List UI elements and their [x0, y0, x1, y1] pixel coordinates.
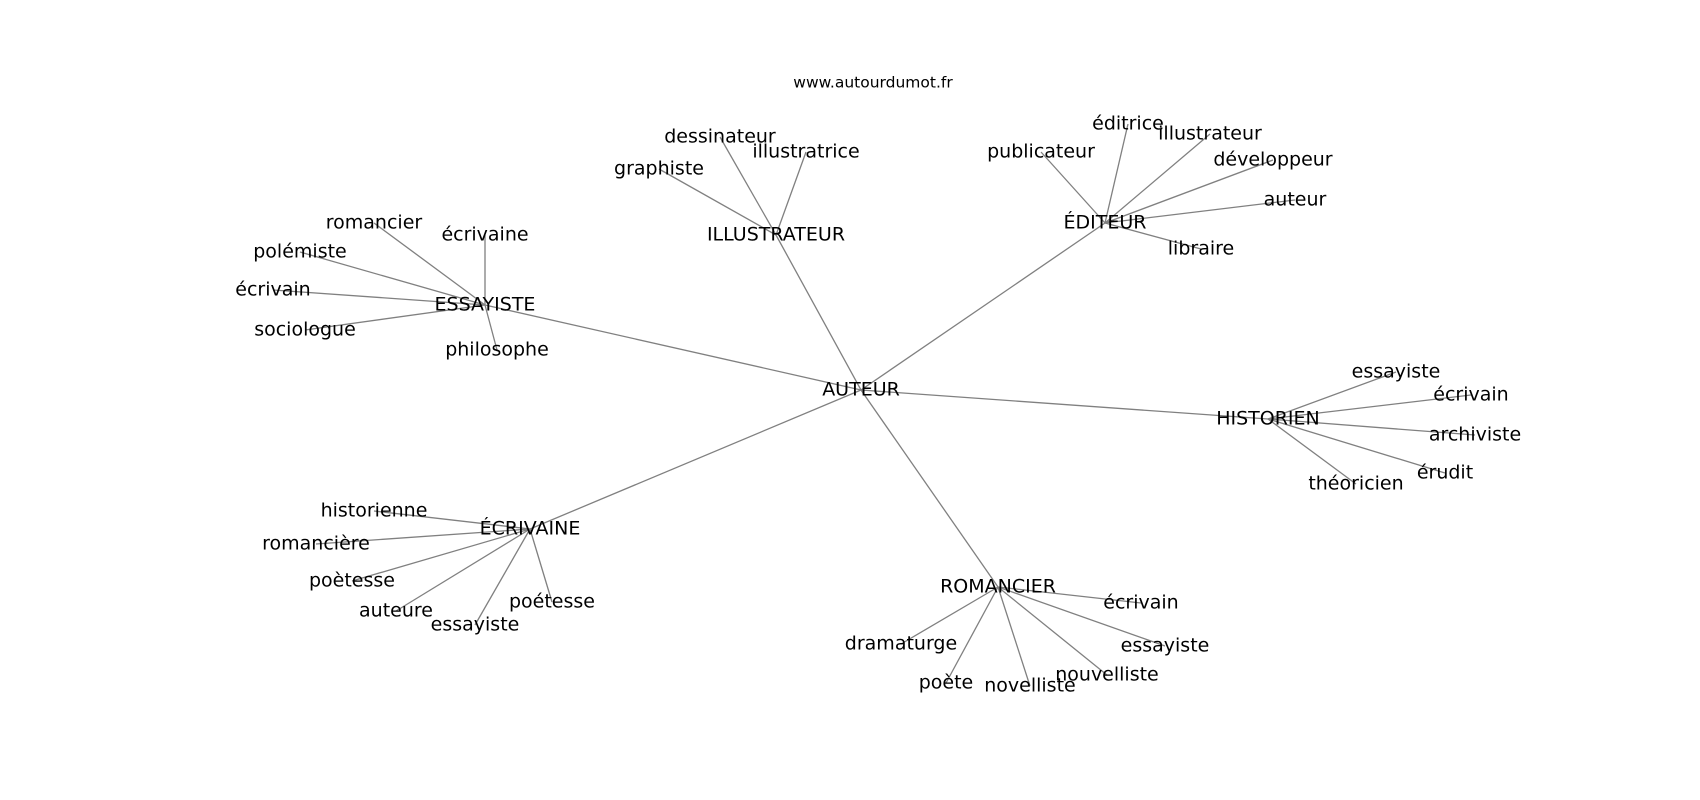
edge-romancier-4	[945, 586, 999, 684]
edge-ecrivaine-5	[529, 528, 553, 603]
leaf-node-romancier: écrivain	[1103, 592, 1178, 614]
leaf-node-ecrivaine: poétesse	[509, 591, 595, 613]
leaf-node-ecrivaine: essayiste	[431, 614, 520, 636]
leaf-node-essayiste: écrivain	[235, 279, 310, 301]
leaf-node-romancier: dramaturge	[845, 633, 957, 655]
leaf-node-ecrivaine: romancière	[262, 533, 370, 555]
edge-center-historien	[860, 389, 1269, 420]
edge-historien-0	[1267, 371, 1397, 420]
edge-ecrivaine-2	[351, 528, 531, 582]
leaf-node-ecrivaine: auteure	[359, 600, 433, 622]
leaf-node-romancier: novelliste	[984, 675, 1075, 697]
leaf-node-historien: érudit	[1417, 462, 1473, 484]
edge-essayiste-2	[299, 251, 486, 306]
leaf-node-romancier: essayiste	[1121, 635, 1210, 657]
edge-essayiste-0	[373, 222, 486, 306]
edge-romancier-2	[997, 586, 1166, 647]
leaf-node-editeur: publicateur	[987, 141, 1095, 163]
edge-historien-3	[1267, 418, 1446, 474]
leaf-node-historien: archiviste	[1429, 424, 1521, 446]
group-node-essayiste: ESSAYISTE	[435, 294, 536, 316]
edge-editeur-2	[1040, 151, 1106, 224]
edge-ecrivaine-3	[395, 528, 531, 612]
edge-romancier-0	[997, 586, 1142, 604]
edge-illustrateur-2	[658, 168, 777, 236]
edge-historien-4	[1267, 418, 1357, 485]
edge-editeur-0	[1104, 123, 1129, 224]
edge-essayiste-5	[484, 304, 498, 351]
leaf-node-romancier: nouvelliste	[1055, 664, 1159, 686]
leaf-node-romancier: poète	[919, 672, 974, 694]
leaf-node-essayiste: polémiste	[253, 241, 346, 263]
edge-historien-2	[1267, 418, 1476, 436]
edge-romancier-1	[900, 586, 999, 645]
edge-illustrateur-0	[719, 136, 777, 236]
group-node-ecrivaine: ÉCRIVAINE	[480, 517, 581, 540]
leaf-node-essayiste: sociologue	[254, 319, 356, 341]
edge-essayiste-3	[272, 289, 486, 306]
edge-illustrateur-1	[775, 151, 807, 236]
leaf-node-historien: théoricien	[1308, 473, 1403, 495]
leaf-node-editeur: illustrateur	[1158, 123, 1262, 145]
leaf-node-essayiste: romancier	[326, 212, 423, 234]
edge-historien-1	[1267, 394, 1472, 420]
leaf-node-editeur: développeur	[1213, 149, 1332, 171]
leaf-node-historien: essayiste	[1352, 361, 1441, 383]
labels: www.autourdumot.fr AUTEUR ESSAYISTE roman…	[235, 74, 1521, 697]
edge-editeur-5	[1104, 222, 1202, 250]
edge-ecrivaine-0	[373, 510, 531, 530]
site-watermark: www.autourdumot.fr	[793, 74, 953, 92]
group-node-illustrateur: ILLUSTRATEUR	[707, 224, 845, 246]
edge-center-illustrateur	[775, 234, 862, 391]
edge-romancier-3	[997, 586, 1108, 676]
leaf-node-illustrateur: graphiste	[614, 158, 704, 180]
edge-romancier-5	[997, 586, 1031, 687]
leaf-node-historien: écrivain	[1433, 384, 1508, 406]
edge-center-romancier	[860, 389, 999, 588]
leaf-node-ecrivaine: poètesse	[309, 570, 395, 592]
edge-editeur-1	[1104, 133, 1211, 224]
edge-essayiste-4	[304, 304, 486, 331]
edge-center-essayiste	[484, 304, 862, 391]
leaf-node-essayiste: écrivaine	[441, 224, 528, 246]
leaf-node-editeur: auteur	[1264, 189, 1327, 211]
edge-ecrivaine-1	[315, 528, 531, 545]
edges	[272, 123, 1476, 687]
edge-center-ecrivaine	[529, 389, 862, 530]
edge-editeur-3	[1104, 159, 1274, 224]
group-node-romancier: ROMANCIER	[940, 576, 1056, 598]
leaf-node-illustrateur: dessinateur	[664, 126, 776, 148]
leaf-node-editeur: éditrice	[1092, 113, 1164, 135]
edge-editeur-4	[1104, 199, 1296, 224]
leaf-node-ecrivaine: historienne	[321, 500, 428, 522]
group-node-historien: HISTORIEN	[1216, 408, 1320, 430]
edge-center-editeur	[860, 222, 1106, 391]
leaf-node-editeur: libraire	[1168, 238, 1234, 260]
leaf-node-essayiste: philosophe	[445, 339, 549, 361]
leaf-node-illustrateur: illustratrice	[752, 141, 859, 163]
edge-ecrivaine-4	[474, 528, 531, 626]
group-node-editeur: ÉDITEUR	[1064, 211, 1147, 234]
center-node: AUTEUR	[822, 379, 900, 401]
